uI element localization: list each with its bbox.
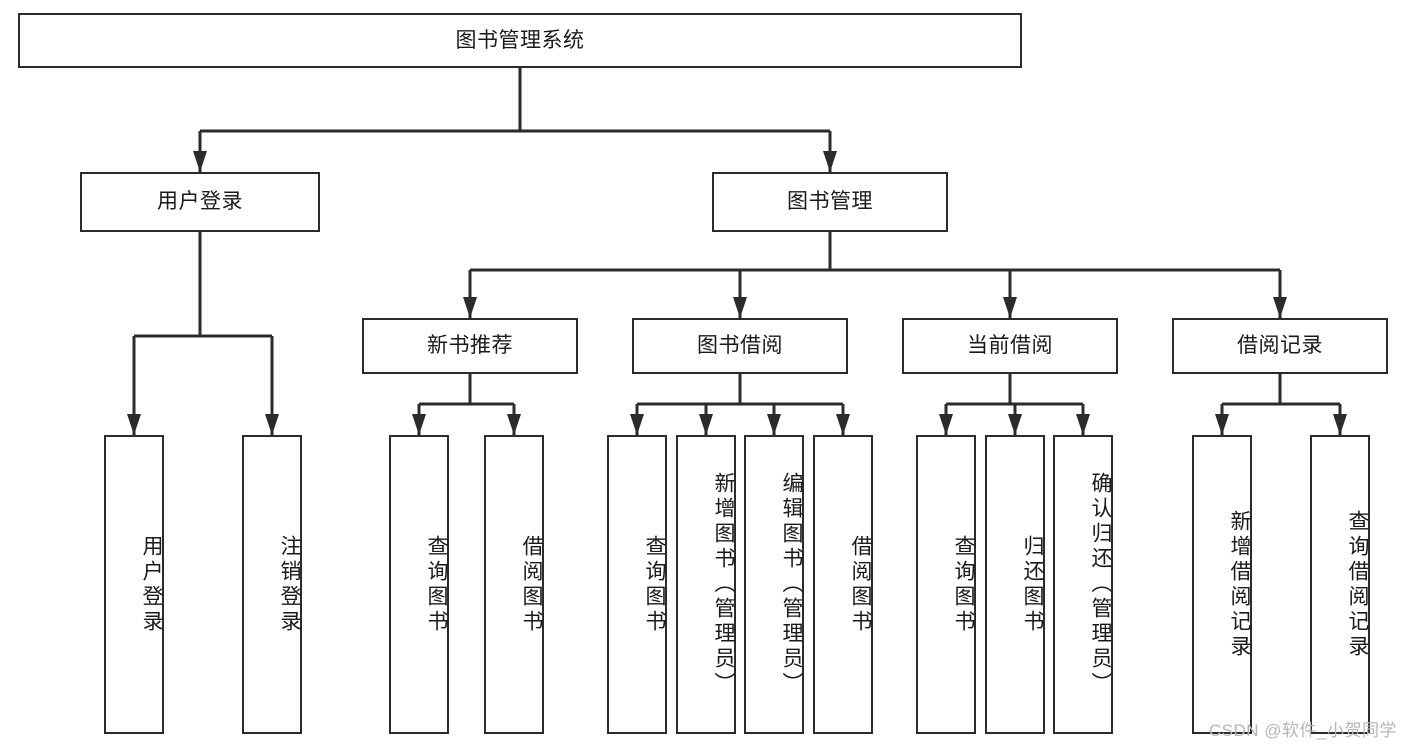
node-l3-borrow[interactable]: 图书借阅: [632, 318, 848, 374]
node-label: 用户登录: [157, 190, 243, 214]
node-leaf-logout[interactable]: 注销登录: [242, 435, 302, 734]
arrowhead-icon: [1008, 414, 1022, 435]
node-label: 借阅图书: [849, 534, 872, 635]
node-leaf-bw-query[interactable]: 查询图书: [607, 435, 667, 734]
arrowhead-icon: [193, 151, 207, 172]
node-label: 查询借阅记录: [1346, 509, 1369, 660]
node-l2-user-login[interactable]: 用户登录: [80, 172, 320, 232]
node-label: 查询图书: [425, 534, 448, 635]
node-label: 图书管理系统: [455, 28, 585, 52]
node-label: 当前借阅: [967, 334, 1053, 358]
arrowhead-icon: [1215, 414, 1229, 435]
arrowhead-icon: [733, 297, 747, 318]
arrowhead-icon: [699, 414, 713, 435]
node-label: 新书推荐: [427, 334, 513, 358]
arrowhead-icon: [836, 414, 850, 435]
node-label: 借阅记录: [1237, 334, 1323, 358]
node-label: 图书管理: [787, 190, 873, 214]
node-label: 用户登录: [140, 534, 163, 635]
arrowhead-icon: [630, 414, 644, 435]
node-label: 确认归还（管理员）: [1089, 472, 1112, 697]
node-leaf-rec-query[interactable]: 查询借阅记录: [1310, 435, 1370, 734]
node-leaf-cur-confirm[interactable]: 确认归还（管理员）: [1053, 435, 1113, 734]
arrowhead-icon: [127, 414, 141, 435]
node-label: 注销登录: [278, 534, 301, 635]
arrowhead-icon: [463, 297, 477, 318]
arrowhead-icon: [1273, 297, 1287, 318]
node-label: 编辑图书（管理员）: [780, 472, 803, 697]
node-leaf-bw-add[interactable]: 新增图书（管理员）: [676, 435, 736, 734]
node-leaf-cur-query[interactable]: 查询图书: [916, 435, 976, 734]
node-leaf-user-login[interactable]: 用户登录: [104, 435, 164, 734]
node-leaf-nb-borrow[interactable]: 借阅图书: [484, 435, 544, 734]
arrowhead-icon: [1333, 414, 1347, 435]
node-leaf-bw-edit[interactable]: 编辑图书（管理员）: [744, 435, 804, 734]
arrowhead-icon: [767, 414, 781, 435]
node-leaf-rec-add[interactable]: 新增借阅记录: [1192, 435, 1252, 734]
csdn-watermark: CSDN @软件_小贺同学: [1208, 721, 1397, 740]
node-label: 新增借阅记录: [1228, 509, 1251, 660]
node-l3-record[interactable]: 借阅记录: [1172, 318, 1388, 374]
node-label: 图书借阅: [697, 334, 783, 358]
node-label: 借阅图书: [520, 534, 543, 635]
node-root[interactable]: 图书管理系统: [18, 13, 1022, 68]
node-label: 查询图书: [952, 534, 975, 635]
node-label: 查询图书: [643, 534, 666, 635]
arrowhead-icon: [507, 414, 521, 435]
arrowhead-icon: [412, 414, 426, 435]
arrowhead-icon: [823, 151, 837, 172]
node-label: 归还图书: [1021, 534, 1044, 635]
node-l2-book-manage[interactable]: 图书管理: [712, 172, 948, 232]
arrowhead-icon: [265, 414, 279, 435]
node-l3-new-book[interactable]: 新书推荐: [362, 318, 578, 374]
node-label: 新增图书（管理员）: [712, 472, 735, 697]
node-leaf-nb-query[interactable]: 查询图书: [389, 435, 449, 734]
arrowhead-icon: [939, 414, 953, 435]
arrowhead-icon: [1076, 414, 1090, 435]
node-leaf-cur-return[interactable]: 归还图书: [985, 435, 1045, 734]
arrowhead-icon: [1003, 297, 1017, 318]
node-l3-current[interactable]: 当前借阅: [902, 318, 1118, 374]
node-leaf-bw-borrow[interactable]: 借阅图书: [813, 435, 873, 734]
